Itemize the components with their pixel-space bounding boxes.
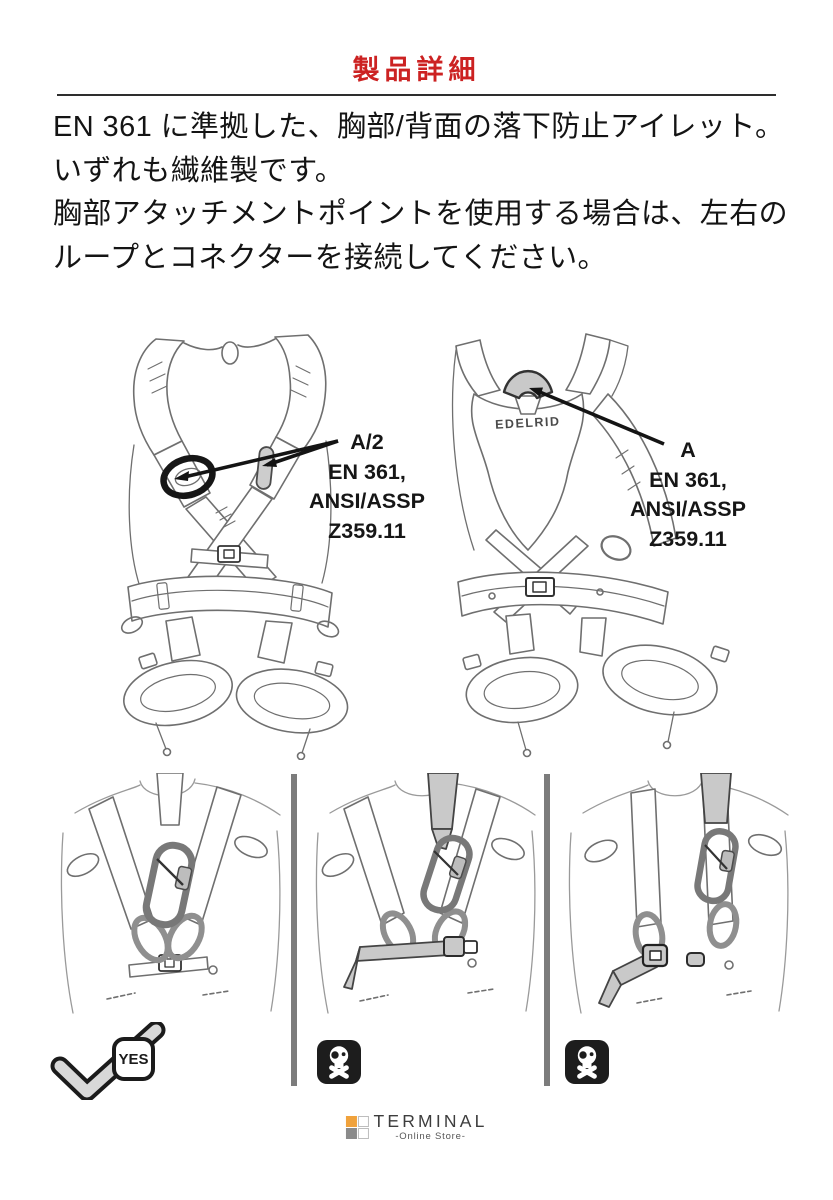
panel-divider	[544, 774, 550, 1086]
logo-square-outline	[357, 1116, 369, 1127]
logo-square-outline	[357, 1128, 369, 1139]
dorsal-attachment-eyelet	[502, 370, 554, 400]
carabiner	[694, 828, 739, 905]
skull-crossbones-icon	[565, 1040, 609, 1084]
logo-square-orange	[345, 1116, 357, 1127]
label-line: ANSI/ASSP	[630, 497, 746, 521]
title-underline	[57, 94, 776, 96]
label-line: EN 361,	[649, 467, 727, 492]
footer-brand: TERMINAL	[373, 1111, 488, 1131]
label-line: Z359.11	[328, 518, 406, 543]
page-title: 製品詳細	[352, 55, 481, 85]
description-line: EN 361 に準拠した、胸部/背面の落下防止アイレット。	[53, 111, 785, 143]
label-line: ANSI/ASSP	[309, 489, 425, 513]
description-line: ループとコネクターを接続してください。	[53, 241, 607, 274]
carabiner	[142, 841, 196, 929]
front-attachment-label: A/2 EN 361, ANSI/ASSP Z359.11	[292, 428, 442, 546]
product-description: EN 361 に準拠した、胸部/背面の落下防止アイレット。 いずれも繊維製です。…	[53, 106, 788, 280]
harness-front-illustration	[120, 334, 349, 760]
label-line: A	[680, 438, 696, 462]
label-line: Z359.11	[649, 526, 727, 551]
carabiner	[420, 834, 473, 914]
usage-panel-correct	[60, 773, 281, 1014]
footer-tagline: -Online Store-	[395, 1131, 466, 1142]
harness-back-illustration: EDELRID	[451, 333, 730, 758]
back-attachment-label: A EN 361, ANSI/ASSP Z359.11	[613, 436, 763, 554]
description-line: 胸部アタッチメントポイントを使用する場合は、左右の	[53, 198, 789, 230]
logo-grid-icon	[345, 1116, 369, 1139]
logo-square-gray	[345, 1128, 357, 1139]
description-line: いずれも繊維製です。	[53, 154, 345, 187]
usage-panel-incorrect-1	[315, 773, 536, 1014]
footer-logo: TERMINAL -Online Store-	[345, 1112, 487, 1142]
yes-badge: YES	[112, 1037, 155, 1081]
label-line: EN 361,	[328, 459, 406, 484]
panel-divider	[291, 774, 297, 1086]
usage-panel-incorrect-2	[568, 773, 789, 1014]
skull-crossbones-icon	[317, 1040, 361, 1084]
label-line: A/2	[350, 430, 384, 454]
